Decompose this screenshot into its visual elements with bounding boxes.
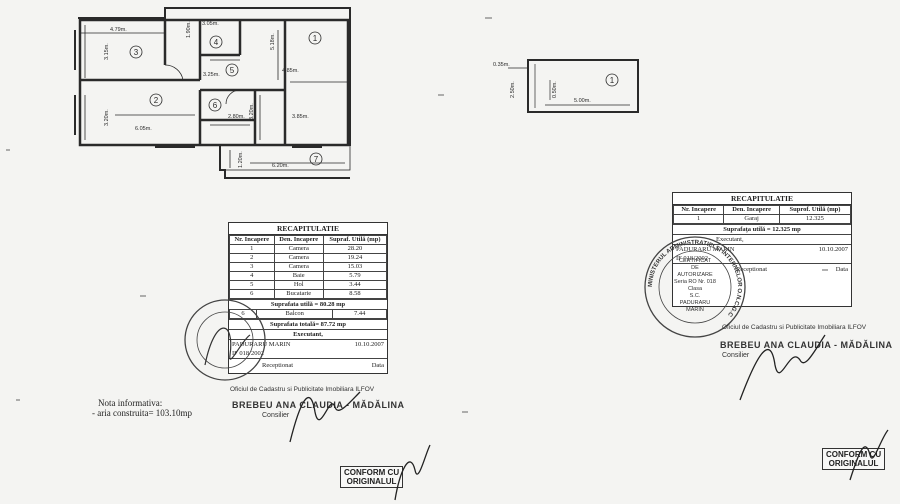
left-floor-plan: 3 2 4 1 5 6 7 4.79m. 3.05m. 1.90m. 5.18m… bbox=[74, 7, 351, 179]
data-label: Data bbox=[371, 362, 384, 369]
seal-inner-text: CERTIFICAT bbox=[679, 258, 712, 264]
executant-name: PADURARU MARIN bbox=[676, 246, 735, 253]
room-label: 4 bbox=[214, 38, 219, 47]
executant-name: PADURARU MARIN bbox=[232, 341, 291, 348]
right-floor-plan: 1 0.35m. 2.50m. 0.50m. 5.00m. bbox=[493, 59, 639, 113]
room-4-marker bbox=[209, 35, 223, 49]
receptionat-label: Receptionat bbox=[736, 266, 768, 273]
dimension-label: 3.05m. bbox=[202, 21, 219, 27]
executant-date: 10.10.2007 bbox=[818, 246, 848, 253]
left-signer-role: Consilier bbox=[262, 412, 290, 419]
dimension-label: 2.50m. bbox=[510, 81, 516, 98]
room-2-marker bbox=[149, 93, 163, 107]
left-conform-stamp: CONFORM CU ORIGINALUL bbox=[340, 466, 404, 488]
room-label: 7 bbox=[314, 155, 319, 164]
left-round-seal bbox=[184, 299, 266, 381]
useful-area: Suprafaţa utilă = 12.325 mp bbox=[673, 224, 851, 234]
room-7-marker bbox=[309, 152, 323, 166]
dimension-label: 1.90m. bbox=[186, 21, 192, 38]
room-label: 2 bbox=[154, 96, 159, 105]
left-conform-signature bbox=[394, 444, 431, 501]
room-label: 5 bbox=[230, 66, 235, 75]
dimension-label: 3.25m. bbox=[203, 72, 220, 78]
seal-inner-text: MARIN bbox=[686, 307, 704, 313]
right-signer-name: BREBEU ANA CLAUDIA - MĂDĂLINA bbox=[720, 340, 893, 350]
left-signer-name: BREBEU ANA CLAUDIA - MĂDĂLINA bbox=[232, 400, 405, 410]
executant-label: Executant, bbox=[229, 329, 387, 339]
dimension-label: 4.79m. bbox=[110, 27, 127, 33]
left-recap-table: RECAPITULATIE Nr. Incapere Den. Incapere… bbox=[228, 222, 388, 374]
dimension-label: 1.20m. bbox=[238, 151, 244, 168]
room-label: 3 bbox=[134, 48, 139, 57]
dimension-label: 5.00m. bbox=[574, 98, 591, 104]
executant-code: IF 018/2002 bbox=[676, 255, 708, 262]
dimension-label: 5.18m. bbox=[270, 33, 276, 50]
receptionat-label: Receptionat bbox=[262, 362, 294, 369]
note-title: Nota informativa: bbox=[98, 398, 163, 408]
dimension-label: 0.50m. bbox=[552, 81, 558, 98]
seal-inner-text: AUTORIZARE bbox=[677, 272, 713, 278]
dimension-label: 6.20m. bbox=[272, 163, 289, 169]
right-signer-role: Consilier bbox=[722, 352, 750, 359]
room-6-marker bbox=[208, 98, 222, 112]
seal-inner-text: PADURARU bbox=[680, 300, 710, 306]
right-round-seal: MINISTERUL ADMINISTRATIEI SI INTERNELOR … bbox=[644, 236, 746, 338]
room-label: 1 bbox=[610, 76, 615, 85]
data-label: Data bbox=[835, 266, 848, 273]
note-line: - aria construita= 103.10mp bbox=[92, 408, 193, 418]
dimension-label: 3.85m. bbox=[292, 114, 309, 120]
dimension-label: 6.05m. bbox=[135, 126, 152, 132]
executant-code: IF 018/2002 bbox=[232, 350, 264, 357]
right-office-stamp: Oficiul de Cadastru si Publicitate Imobi… bbox=[722, 324, 867, 331]
dimension-label: 0.35m. bbox=[493, 62, 510, 68]
right-recap-table: RECAPITULATIE Nr. Incapere Den. Incapere… bbox=[672, 192, 852, 307]
table-title: RECAPITULATIE bbox=[673, 193, 851, 205]
room-5-marker bbox=[225, 63, 239, 77]
dimension-label: 3.15m. bbox=[104, 43, 110, 60]
executant-date: 10.10.2007 bbox=[354, 341, 384, 348]
dimension-label: 3.20m. bbox=[249, 103, 255, 120]
room-3-marker bbox=[129, 45, 143, 59]
room-label: 6 bbox=[213, 101, 218, 110]
seal-inner-text: S.C. bbox=[690, 293, 701, 299]
dimension-label: 4.85m. bbox=[282, 68, 299, 74]
left-signature bbox=[289, 391, 361, 443]
seal-inner-text: DE bbox=[691, 265, 699, 271]
table-title: RECAPITULATIE bbox=[229, 223, 387, 235]
right-signature bbox=[739, 334, 826, 401]
dimension-label: 2.80m. bbox=[228, 114, 245, 120]
room-1-marker bbox=[308, 31, 322, 45]
seal-inner-text: Clasa bbox=[688, 286, 703, 292]
room-label: 1 bbox=[313, 34, 318, 43]
dimension-label: 3.20m. bbox=[104, 109, 110, 126]
total-area: Suprafata totală= 87.72 mp bbox=[229, 319, 387, 329]
seal-inner-text: Seria RO Nr. 018 bbox=[674, 279, 716, 285]
right-conform-signature bbox=[849, 429, 889, 481]
executant-label: Executant, bbox=[716, 236, 744, 243]
useful-area: Suprafata utilă = 80.28 mp bbox=[229, 299, 387, 309]
left-office-stamp: Oficiul de Cadastru si Publicitate Imobi… bbox=[230, 386, 375, 393]
info-note: Nota informativa: - aria construita= 103… bbox=[92, 398, 192, 418]
